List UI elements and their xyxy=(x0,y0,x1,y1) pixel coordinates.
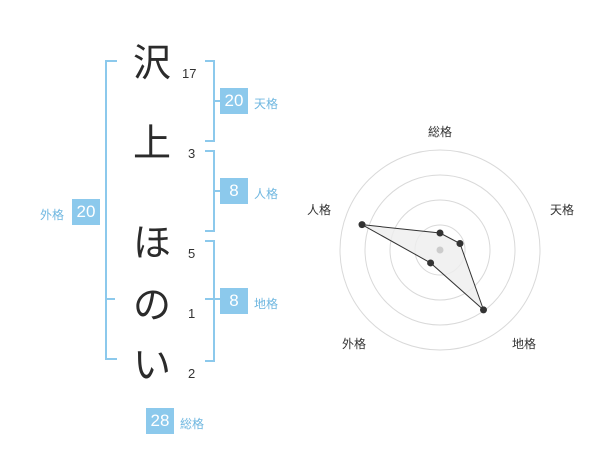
name-char-2: 上 xyxy=(132,121,171,165)
radar-axis-label-soukaku: 総格 xyxy=(428,125,453,139)
radar-data-points xyxy=(358,221,487,314)
chikaku-bracket-tick xyxy=(205,298,215,300)
stroke-count-4: 1 xyxy=(188,306,196,321)
jinkaku-label: 人格 xyxy=(254,187,279,201)
gaikaku-bracket xyxy=(105,60,117,360)
name-char-3: ほ xyxy=(132,221,171,265)
radar-axis-label-tenkaku: 天格 xyxy=(550,203,575,217)
stroke-count-5: 2 xyxy=(188,366,196,381)
radar-point-2 xyxy=(479,306,487,314)
radar-ring xyxy=(339,149,541,351)
radar-ring xyxy=(389,199,491,301)
stroke-count-1: 17 xyxy=(182,66,197,81)
tenkaku-label: 天格 xyxy=(254,97,279,111)
radar-point-0 xyxy=(436,229,444,237)
stroke-count-3: 5 xyxy=(188,246,196,261)
tenkaku-connector xyxy=(213,100,220,102)
gaikaku-bracket-tick xyxy=(105,298,115,300)
radar-axis-label-jinkaku: 人格 xyxy=(307,203,332,217)
soukaku-value-badge: 28 xyxy=(146,408,174,434)
chikaku-connector xyxy=(213,298,220,300)
gaikaku-label: 外格 xyxy=(40,208,65,222)
radar-ring xyxy=(364,174,516,326)
radar-rings xyxy=(339,149,541,351)
radar-axis-label-chikaku: 地格 xyxy=(512,337,537,351)
radar-point-3 xyxy=(427,259,435,267)
radar-point-4 xyxy=(358,221,366,229)
jinkaku-value-badge: 8 xyxy=(220,178,248,204)
name-char-5: い xyxy=(132,343,171,387)
soukaku-label: 総格 xyxy=(180,417,205,431)
chikaku-value-badge: 8 xyxy=(220,288,248,314)
radar-data-polygon xyxy=(361,224,484,311)
name-char-1: 沢 xyxy=(132,41,171,85)
tenkaku-value-badge: 20 xyxy=(220,88,248,114)
radar-point-1 xyxy=(456,240,464,248)
jinkaku-connector xyxy=(213,190,220,192)
radar-center-dot xyxy=(436,246,444,254)
radar-axis-label-gaikaku: 外格 xyxy=(342,337,367,351)
chikaku-bracket xyxy=(205,240,215,362)
stroke-count-2: 3 xyxy=(188,146,196,161)
chikaku-label: 地格 xyxy=(254,297,279,311)
name-char-4: の xyxy=(132,283,171,327)
gaikaku-value-badge: 20 xyxy=(72,199,100,225)
